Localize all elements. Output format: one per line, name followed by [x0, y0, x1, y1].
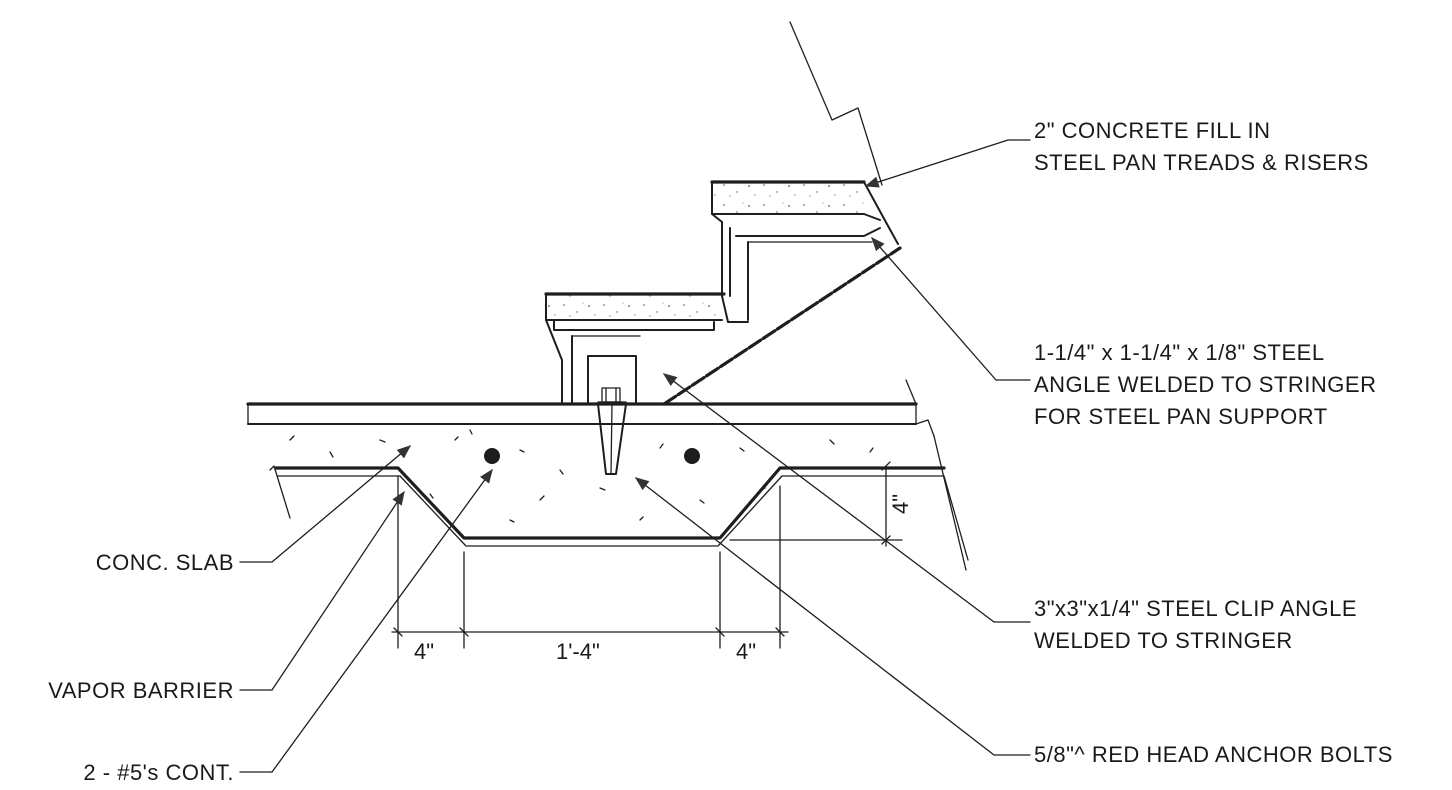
leader-lines	[239, 139, 1031, 773]
label-clip-angle-2: WELDED TO STRINGER	[1034, 628, 1293, 653]
label-steel-angle-2: ANGLE WELDED TO STRINGER	[1034, 372, 1376, 397]
label-conc-slab: CONC. SLAB	[96, 550, 234, 575]
clip-angle	[587, 355, 637, 405]
anchor-bolt	[597, 403, 627, 475]
break-line-top	[789, 21, 883, 186]
label-steel-angle-1: 1-1/4" x 1-1/4" x 1/8" STEEL	[1034, 340, 1325, 365]
rebar-left	[484, 448, 500, 464]
label-concrete-fill-1: 2" CONCRETE FILL IN	[1034, 118, 1271, 143]
upper-tread	[710, 180, 899, 321]
label-clip-angle-1: 3"x3"x1/4" STEEL CLIP ANGLE	[1034, 596, 1357, 621]
dim-bottom-width: 1'-4"	[556, 639, 600, 664]
concrete-slab	[246, 379, 969, 571]
rebar-right	[684, 448, 700, 464]
label-concrete-fill-2: STEEL PAN TREADS & RISERS	[1034, 150, 1369, 175]
label-anchor-bolts: 5/8"^ RED HEAD ANCHOR BOLTS	[1034, 742, 1393, 767]
label-rebar: 2 - #5's CONT.	[83, 760, 234, 785]
label-steel-angle-3: FOR STEEL PAN SUPPORT	[1034, 404, 1328, 429]
dim-right-slope: 4"	[736, 639, 756, 664]
dim-depth: 4"	[888, 494, 913, 514]
stringer	[662, 246, 902, 406]
label-vapor-barrier: VAPOR BARRIER	[48, 678, 234, 703]
lower-tread	[544, 292, 749, 405]
dim-left-slope: 4"	[414, 639, 434, 664]
dimension-lines	[391, 461, 903, 649]
